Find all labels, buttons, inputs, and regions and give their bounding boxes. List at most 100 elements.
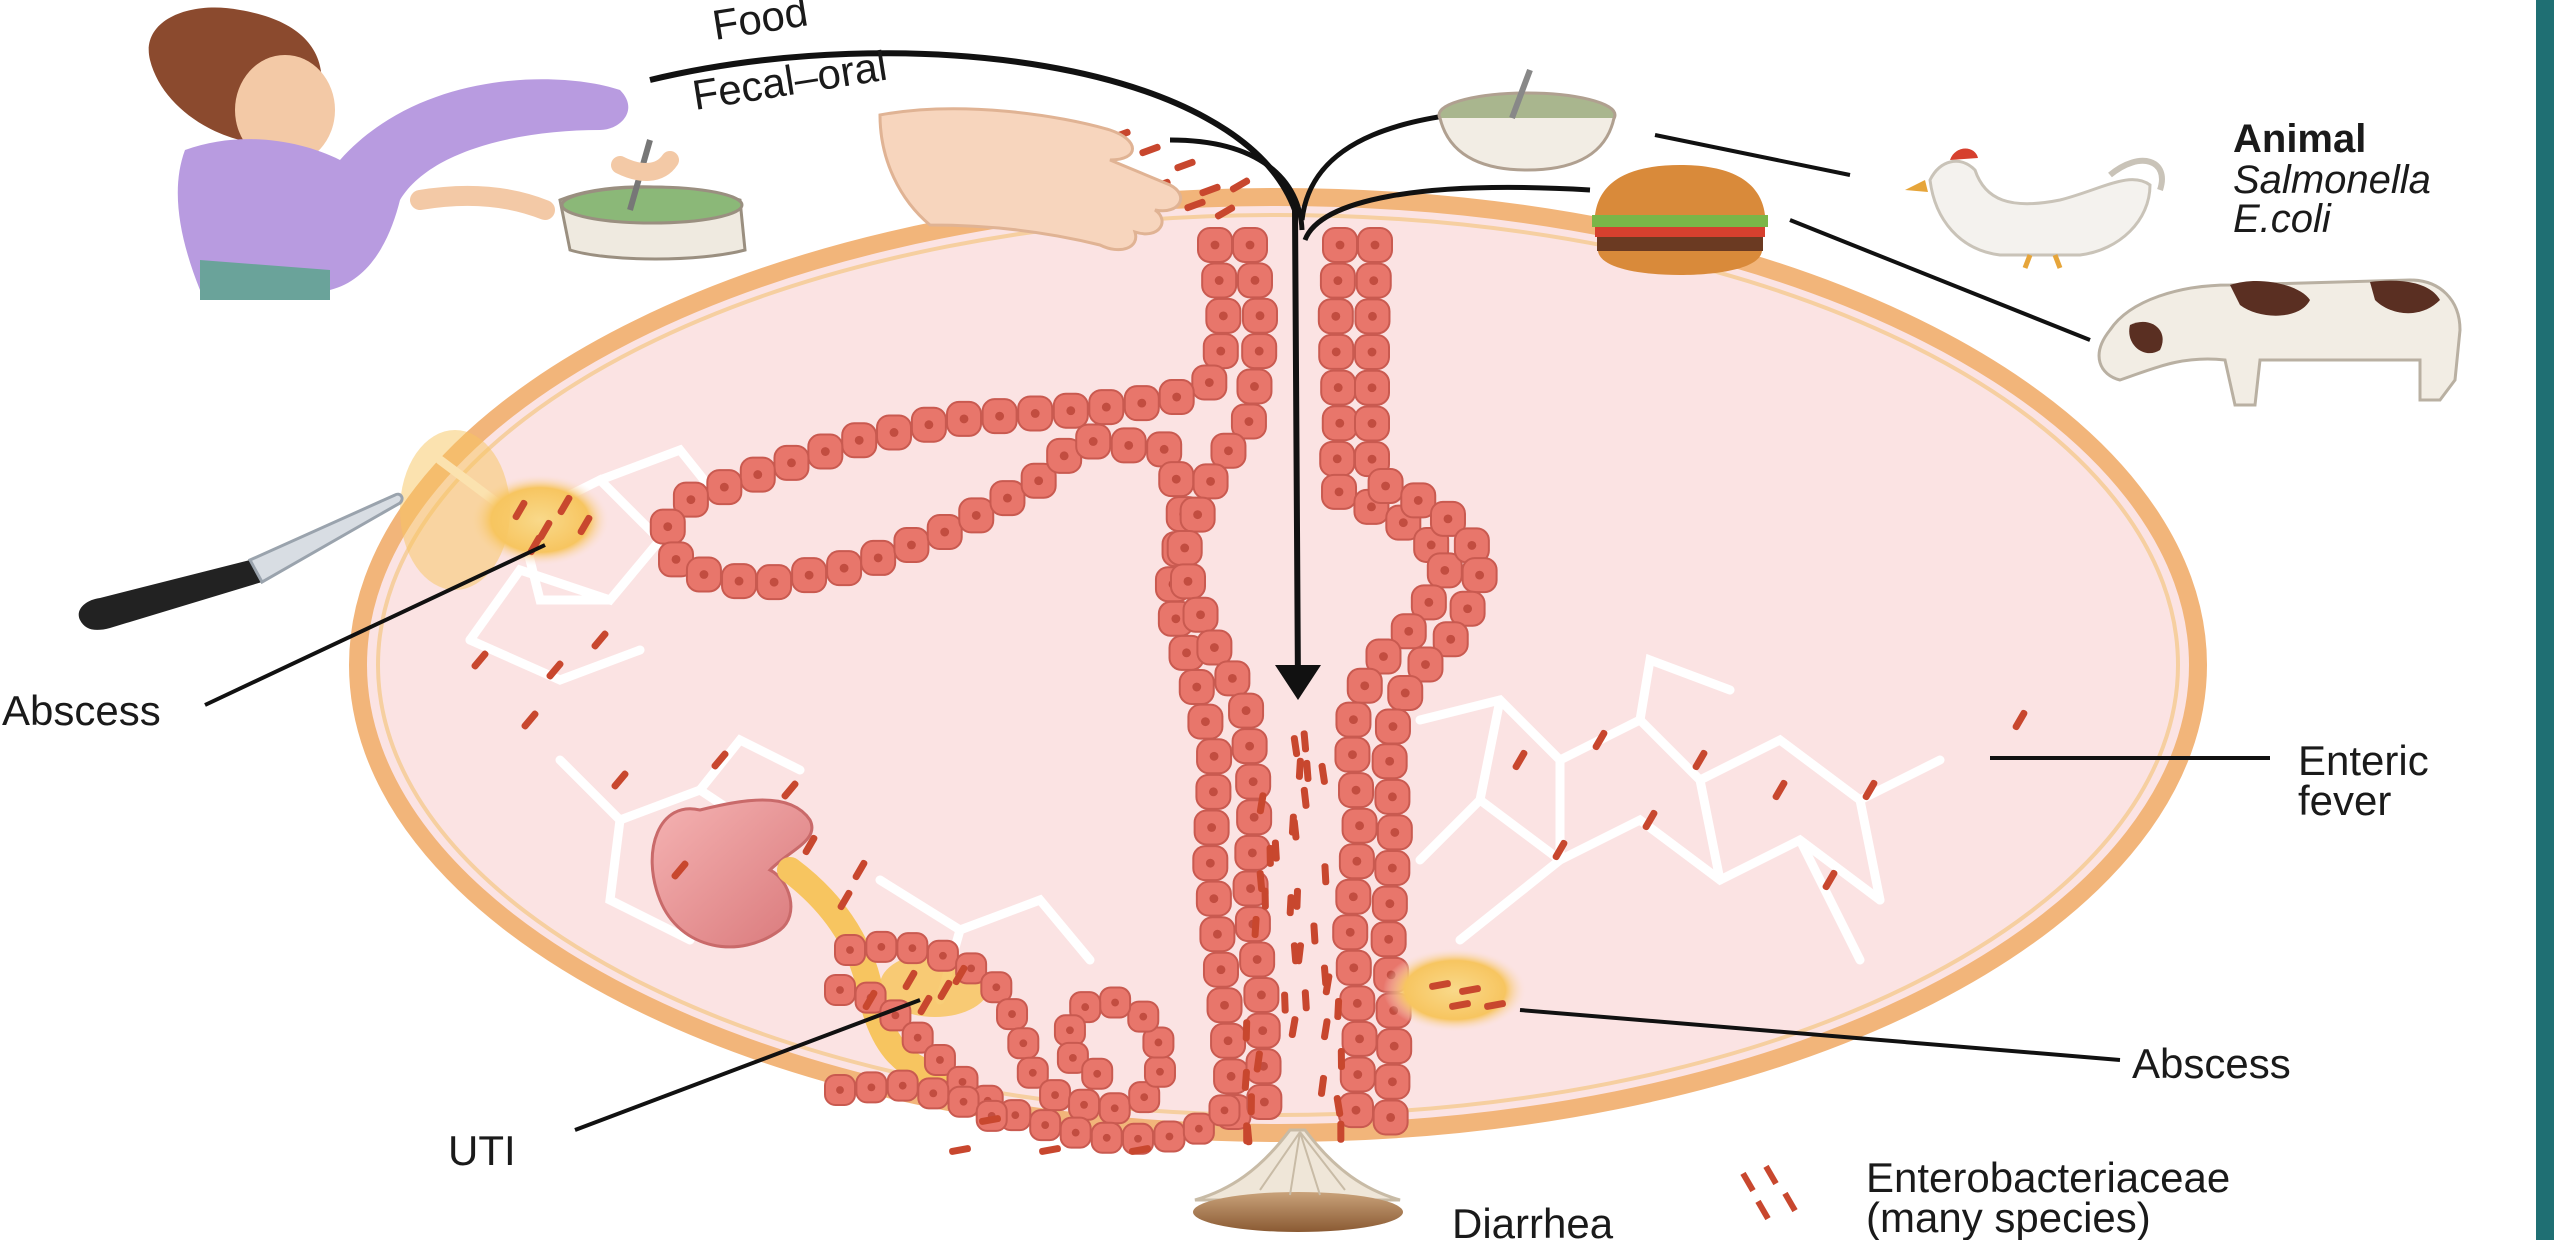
cell-nucleus [1475, 571, 1484, 580]
cell-nucleus [1368, 348, 1377, 357]
soup-bowl-icon [1439, 70, 1615, 170]
cell-nucleus [1160, 445, 1169, 454]
cell-nucleus [1155, 1039, 1163, 1047]
cell-nucleus [1201, 717, 1210, 726]
bacterium-rod [1310, 922, 1318, 944]
cell-nucleus [1224, 1036, 1233, 1045]
cell-nucleus [1385, 757, 1394, 766]
cell-nucleus [1227, 1072, 1236, 1081]
cell-nucleus [1253, 955, 1262, 964]
cell-nucleus [1245, 417, 1254, 426]
cell-nucleus [1331, 312, 1340, 321]
label-food: Food [709, 0, 811, 49]
cell-nucleus [1346, 928, 1355, 937]
cell-nucleus [1172, 475, 1181, 484]
cell-nucleus [1404, 627, 1413, 636]
cell-nucleus [1003, 494, 1012, 503]
cell-nucleus [939, 952, 947, 960]
cell-nucleus [1219, 311, 1228, 320]
cell-nucleus [1444, 514, 1453, 523]
cell-nucleus [805, 571, 814, 580]
cell-nucleus [960, 1098, 968, 1106]
cell-nucleus [1216, 347, 1225, 356]
cell-nucleus [1390, 1042, 1399, 1051]
cell-nucleus [770, 578, 779, 587]
cell-nucleus [1134, 1135, 1142, 1143]
cell-nucleus [1333, 276, 1342, 285]
cell-nucleus [890, 428, 899, 437]
label-abscess-left: Abscess [2, 687, 161, 734]
stool-icon [1193, 1130, 1403, 1232]
cell-nucleus [1255, 347, 1264, 356]
cell-nucleus [874, 554, 883, 563]
knife-icon [79, 494, 402, 630]
cell-nucleus [1034, 476, 1043, 485]
bacterium-rod [1272, 839, 1280, 861]
cell-nucleus [1388, 792, 1397, 801]
cell-nucleus [960, 415, 969, 424]
cell-nucleus [846, 946, 854, 954]
cell-nucleus [1228, 674, 1237, 683]
cell-nucleus [855, 436, 864, 445]
cell-nucleus [1260, 1098, 1269, 1107]
cell-nucleus [1193, 510, 1202, 519]
cell-nucleus [1349, 892, 1358, 901]
cell-nucleus [1221, 1106, 1229, 1114]
burger-icon [1592, 165, 1768, 275]
cell-nucleus [1348, 750, 1357, 759]
cell-nucleus [1246, 884, 1255, 893]
label-abscess-right: Abscess [2132, 1040, 2291, 1087]
cell-nucleus [1206, 477, 1215, 486]
bacterium-rod [1296, 758, 1304, 780]
cell-nucleus [1209, 787, 1218, 796]
cell-nucleus [1368, 383, 1377, 392]
bacterium-rod [1251, 916, 1259, 938]
cell-nucleus [1124, 441, 1133, 450]
cell-nucleus [1224, 446, 1233, 455]
cell-nucleus [1352, 1106, 1361, 1115]
bacterium-rod [1338, 1048, 1345, 1070]
cell-nucleus [1352, 857, 1361, 866]
cell-nucleus [1172, 393, 1181, 402]
cell-nucleus [1336, 241, 1345, 250]
cell-nucleus [1210, 643, 1219, 652]
cell-nucleus [972, 511, 981, 520]
cell-nucleus [1137, 399, 1146, 408]
cell-nucleus [1414, 496, 1423, 505]
cell-nucleus [1209, 894, 1218, 903]
cell-nucleus [1205, 378, 1214, 387]
cell-nucleus [1066, 1026, 1074, 1034]
label-enteric-line2: fever [2298, 777, 2391, 824]
abscess-right-site [1383, 948, 1527, 1032]
cell-nucleus [1156, 1068, 1164, 1076]
bacterium-rod [1281, 991, 1289, 1013]
cell-nucleus [1379, 652, 1388, 661]
cell-nucleus [1427, 541, 1436, 550]
cell-nucleus [1335, 487, 1344, 496]
cell-nucleus [1215, 276, 1224, 285]
cell-nucleus [1360, 681, 1369, 690]
cell-nucleus [1463, 604, 1472, 613]
cell-nucleus [1248, 848, 1257, 857]
cell-nucleus [1196, 610, 1205, 619]
cell-nucleus [929, 1089, 937, 1097]
cell-nucleus [1334, 383, 1343, 392]
cell-nucleus [1390, 828, 1399, 837]
bacterium-rod [1302, 989, 1310, 1011]
bacterium-rod [1337, 1121, 1344, 1143]
cell-nucleus [1008, 1010, 1016, 1018]
cell-nucleus [1051, 1091, 1059, 1099]
cell-nucleus [1103, 1134, 1111, 1142]
cell-nucleus [1220, 1001, 1229, 1010]
cell-nucleus [1256, 311, 1265, 320]
cell-nucleus [1367, 502, 1376, 511]
cell-nucleus [1195, 1125, 1203, 1133]
cell-nucleus [1399, 518, 1408, 527]
cell-nucleus [1369, 276, 1378, 285]
cell-nucleus [1332, 347, 1341, 356]
accent-edge-bar [2536, 0, 2554, 1240]
cell-nucleus [1089, 437, 1098, 446]
cell-nucleus [1421, 660, 1430, 669]
cell-nucleus [1424, 598, 1433, 607]
label-animal: Animal [2233, 117, 2366, 161]
